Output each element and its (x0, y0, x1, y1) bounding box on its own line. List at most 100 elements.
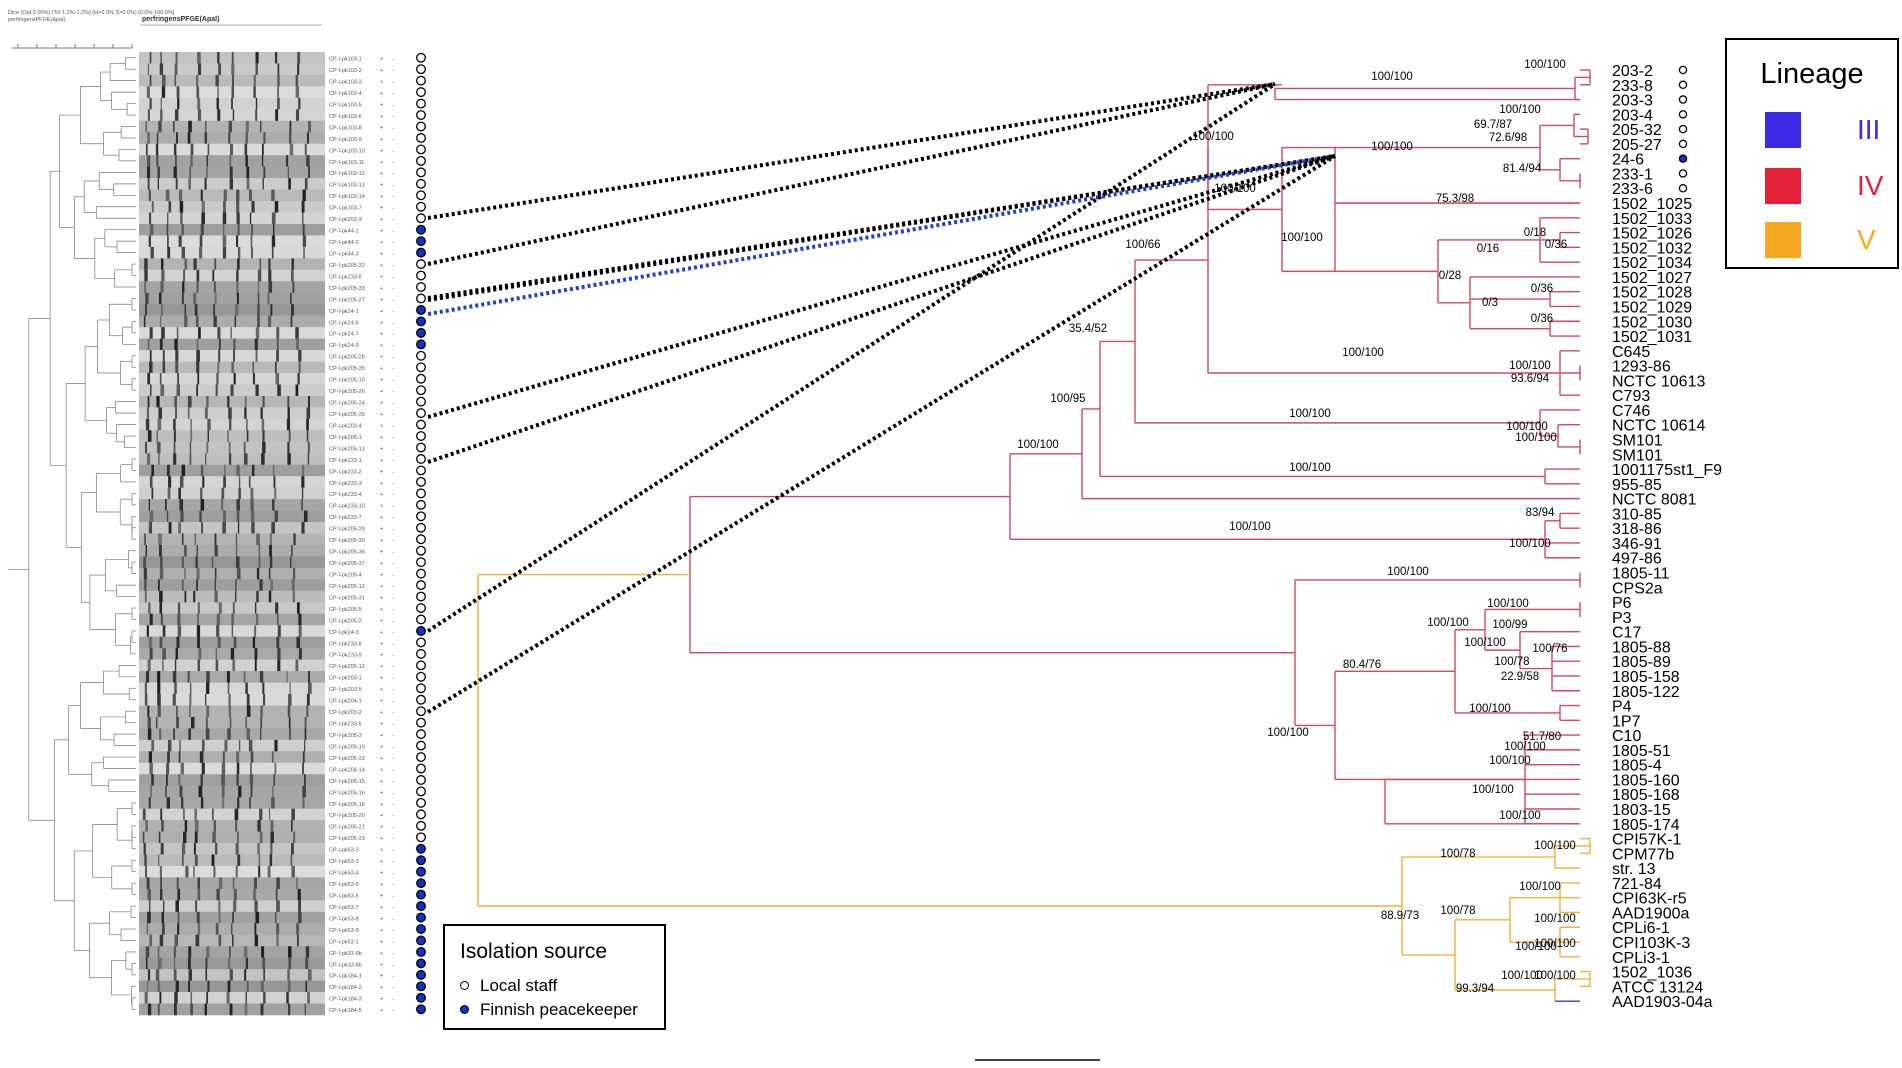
gel-key: CP-I-pk24-7 (329, 332, 359, 338)
gel-band (180, 762, 184, 775)
gel-minus-mark: - (392, 148, 394, 154)
gel-plus-mark: + (380, 125, 383, 131)
gel-minus-mark: - (392, 905, 394, 911)
gel-band (214, 579, 216, 592)
gel-key: CP-I-pk103-4 (329, 91, 362, 97)
gel-band (237, 223, 240, 236)
gel-band (184, 590, 187, 603)
gel-band (246, 705, 251, 718)
gel-band (175, 155, 177, 167)
gel-band (297, 52, 301, 64)
gel-plus-mark: + (380, 584, 383, 590)
local-staff-marker (1678, 80, 1688, 90)
gel-band (157, 957, 162, 970)
support-label: 100/100 (1464, 637, 1506, 649)
gel-plus-mark: + (380, 676, 383, 682)
gel-band (257, 304, 260, 316)
isolate-link-line (427, 82, 1276, 266)
gel-band (276, 900, 280, 913)
gel-band (173, 418, 176, 431)
gel-band (223, 189, 227, 202)
gel-minus-mark: - (392, 206, 394, 212)
gel-band (144, 590, 147, 603)
gel-key: CP-I-pk205-25 (329, 412, 365, 418)
gel-band (302, 189, 306, 202)
gel-band (287, 395, 290, 408)
gel-band (190, 143, 194, 156)
gel-band (287, 166, 289, 179)
gel-band (161, 304, 163, 316)
gel-band (233, 900, 237, 913)
gel-band (167, 739, 172, 752)
peacekeeper-marker (416, 912, 426, 923)
gel-band (288, 957, 292, 970)
gel-band (216, 625, 220, 637)
gel-band (254, 659, 257, 672)
gel-band (288, 716, 291, 729)
gel-plus-mark: + (380, 91, 383, 97)
gel-band (227, 957, 231, 970)
gel-band (202, 476, 205, 488)
gel-plus-mark: + (380, 607, 383, 613)
gel-band (176, 384, 180, 397)
gel-band (196, 361, 200, 374)
gel-band (235, 865, 238, 878)
gel-plus-mark: + (380, 527, 383, 533)
gel-band (269, 533, 272, 546)
local-staff-marker (416, 155, 426, 166)
peacekeeper-marker (416, 992, 426, 1003)
gel-band (221, 762, 226, 775)
gel-band (193, 843, 196, 855)
gel-band (245, 716, 247, 729)
gel-lane (139, 464, 325, 477)
gel-plus-mark: + (380, 102, 383, 108)
gel-band (231, 86, 235, 99)
gel-plus-mark: + (380, 699, 383, 705)
gel-band (174, 74, 177, 87)
gel-band (250, 235, 253, 248)
gel-band (304, 739, 306, 752)
gel-minus-mark: - (392, 561, 394, 567)
peacekeeper-marker (416, 878, 426, 889)
gel-band (287, 441, 290, 454)
gel-band (254, 602, 257, 615)
gel-band (199, 510, 202, 523)
peacekeeper-marker (416, 924, 426, 934)
gel-band (295, 74, 298, 87)
gel-band (162, 625, 166, 637)
gel-band (149, 350, 152, 362)
gel-band (194, 820, 199, 832)
gel-band (157, 579, 160, 592)
gel-band (245, 682, 248, 695)
gel-plus-mark: + (380, 871, 383, 877)
gel-plus-mark: + (380, 355, 383, 361)
tree-tip-label: NCTC 10614 (1612, 418, 1705, 435)
local-staff-marker (416, 64, 426, 75)
gel-minus-mark: - (392, 57, 394, 63)
gel-band (159, 934, 164, 947)
gel-band (177, 923, 180, 936)
gel-band (232, 911, 234, 924)
gel-band (180, 476, 184, 488)
gel-minus-mark: - (392, 687, 394, 693)
gel-band (256, 533, 260, 546)
gel-band (196, 384, 199, 397)
gel-band (254, 934, 259, 947)
gel-band (148, 189, 151, 202)
gel-band (268, 269, 272, 282)
gel-band (201, 522, 204, 534)
gel-band (292, 281, 295, 294)
gel-band (183, 269, 186, 282)
gel-band (256, 567, 260, 580)
gel-band (291, 820, 293, 832)
gel-band (148, 900, 151, 913)
isolate-link-line (427, 154, 1336, 464)
gel-band (289, 682, 291, 695)
tree-tip-label: 1805-51 (1612, 743, 1671, 760)
gel-band (149, 212, 152, 225)
gel-band (306, 705, 309, 718)
local-staff-marker (416, 121, 426, 132)
gel-minus-mark: - (392, 263, 394, 269)
gel-plus-mark: + (380, 859, 383, 865)
